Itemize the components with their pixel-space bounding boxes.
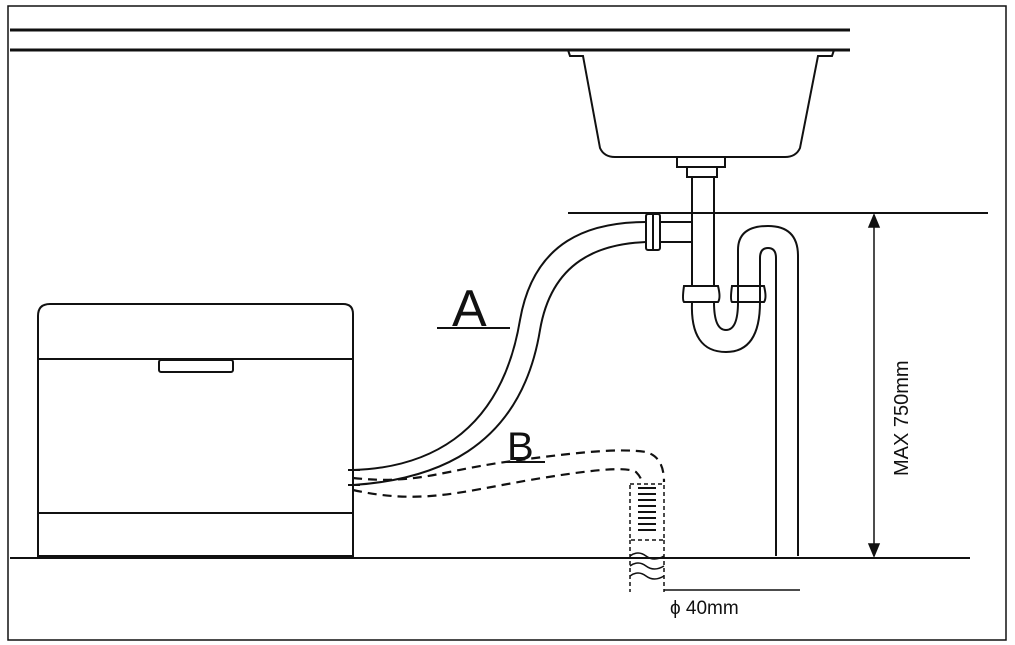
dishwasher (37, 303, 360, 557)
diagram-frame (7, 5, 1007, 641)
drain-hose-b (352, 449, 666, 498)
height-dimension (867, 213, 881, 558)
label-hose-b: B (507, 425, 534, 469)
hose-connector (645, 213, 661, 251)
sink-basin (567, 49, 835, 178)
countertop (10, 28, 850, 52)
label-hose-a: A (452, 280, 487, 338)
drain-hose-a (352, 221, 647, 486)
standpipe (629, 483, 800, 592)
dishwasher-handle (158, 359, 234, 373)
label-diameter: ϕ 40mm (670, 598, 739, 619)
label-max-height: MAX 750mm (891, 360, 913, 476)
drain-trap (660, 177, 799, 556)
